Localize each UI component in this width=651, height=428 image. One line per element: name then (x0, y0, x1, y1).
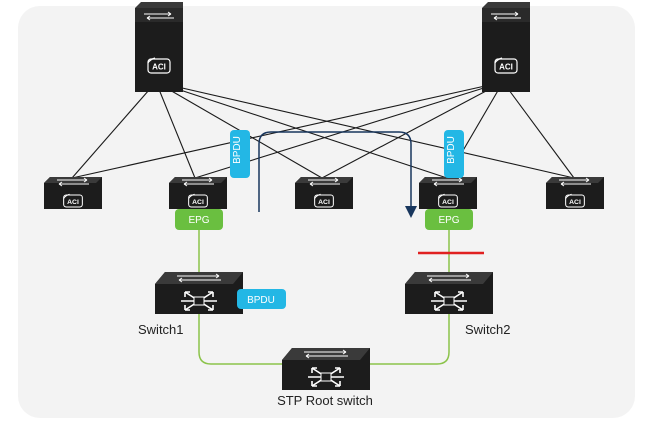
bpdu-tag-left: BPDU (230, 130, 250, 178)
switch1-label: Switch1 (138, 322, 184, 337)
leaf-2[interactable] (168, 176, 228, 210)
stp-switch-icon (404, 271, 494, 315)
spine-1[interactable] (134, 1, 184, 93)
bpdu-flow (258, 131, 417, 218)
bpdu-tag-right: BPDU (444, 130, 464, 178)
epg-tag-left-label: EPG (188, 215, 209, 226)
leaf-3[interactable] (294, 176, 354, 210)
stp-switch-icon (281, 347, 371, 391)
switch2[interactable] (404, 271, 494, 315)
leaf-5[interactable] (545, 176, 605, 210)
access-links (198, 228, 450, 365)
leaf-1[interactable] (43, 176, 103, 210)
bpdu-tag-left-label: BPDU (232, 136, 243, 164)
bpdu-arrow-icon (258, 131, 417, 218)
switch1[interactable] (154, 271, 244, 315)
epg-tag-left: EPG (175, 209, 223, 230)
epg-tag-right: EPG (425, 209, 473, 230)
stp-root-switch[interactable] (281, 347, 371, 391)
spine-2[interactable] (481, 1, 531, 93)
bpdu-tag-switch1: BPDU (237, 289, 286, 309)
switch2-label: Switch2 (465, 322, 511, 337)
fabric-links (71, 81, 575, 179)
epg-tag-right-label: EPG (438, 215, 459, 226)
bpdu-tag-switch1-label: BPDU (247, 295, 275, 306)
stp-root-label: STP Root switch (277, 393, 373, 408)
leaf-4[interactable] (418, 176, 478, 210)
bpdu-tag-right-label: BPDU (446, 136, 457, 164)
stp-switch-icon (154, 271, 244, 315)
